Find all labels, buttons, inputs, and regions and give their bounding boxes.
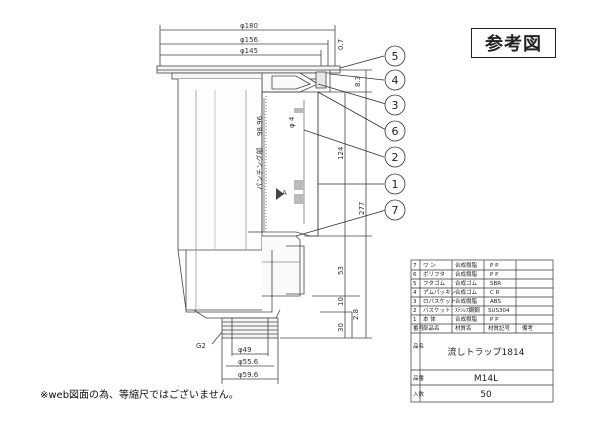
row-1-name: 本 体 (423, 315, 436, 323)
dim-d49: φ49 (238, 346, 252, 354)
callout-circle-7 (384, 199, 406, 221)
body-outer (177, 79, 263, 251)
basket (261, 92, 319, 237)
row-4-name: ア゙ムパッキン (423, 288, 456, 296)
row-2-spec: SUS304 (488, 308, 510, 314)
parts-table (410, 259, 554, 403)
dim-277: 277 (358, 202, 366, 215)
row-3-name: ロバスケット (423, 298, 456, 305)
header-no: 番号 (413, 325, 425, 332)
dim-124: 124 (337, 146, 345, 160)
dim-a: A (282, 189, 287, 197)
callout-circle-5 (384, 45, 406, 67)
product-name: 流しトラップ1814 (448, 346, 525, 358)
model-label: 品番 (413, 375, 425, 382)
dim-83: 8.3 (354, 76, 362, 87)
dim-d596: φ59.6 (238, 371, 259, 379)
row-5-spec: SBR (490, 281, 501, 287)
row-3-spec: ABS (490, 299, 501, 305)
dim-10: 10 (337, 297, 345, 306)
model-number: M14L (474, 374, 498, 384)
row-1-no: 1 (413, 317, 417, 323)
dim-07: 0.7 (337, 39, 345, 50)
dim-punching: パンチング部 (255, 148, 264, 190)
dim-28: 2.8 (352, 309, 360, 320)
row-5-material: 合成ゴム (455, 279, 478, 287)
row-3-material: 合成樹脂 (455, 297, 478, 305)
callout-circle-6 (384, 120, 406, 142)
header-spec: 材質記号 (488, 324, 511, 332)
row-1-material: 合成樹脂 (455, 315, 478, 323)
row-1-spec: P P (490, 317, 499, 323)
header-remark: 備考 (522, 324, 534, 332)
dim-d180: φ180 (240, 22, 258, 30)
dim-d556: φ55.6 (238, 358, 259, 366)
dim-g2: G2 (196, 342, 206, 350)
callout-label-1: 1 (392, 178, 399, 191)
row-4-material: 合成ゴム (455, 288, 478, 296)
scale-note: ※web図面の為、等縮尺ではございません。 (40, 390, 239, 401)
callout-circle-2 (384, 146, 406, 168)
outlet-thread (221, 317, 279, 339)
callout-circle-3 (384, 94, 406, 116)
callout-label-7: 7 (392, 204, 399, 217)
row-3-no: 3 (413, 299, 417, 305)
header-name: 部品名 (423, 324, 440, 332)
product-label: 品名 (413, 342, 424, 350)
callout-circle-4 (384, 69, 406, 91)
flange (156, 65, 341, 74)
row-2-name: バスケット (423, 307, 451, 314)
row-4-no: 4 (413, 290, 417, 296)
callout-label-4: 4 (392, 74, 399, 87)
reference-drawing-badge: 参考図 (471, 28, 556, 58)
callout-label-5: 5 (392, 50, 399, 63)
dim-30: 30 (337, 323, 345, 332)
dim-53: 53 (337, 266, 345, 275)
dim-d4: φ 4 (288, 116, 296, 128)
callout-label-6: 6 (392, 125, 399, 138)
callout-label-2: 2 (392, 151, 399, 164)
row-6-material: 合成樹脂 (455, 270, 478, 278)
row-2-material: ｽﾃﾝﾚｽ鋼鋼 (455, 306, 480, 314)
qty-label: 入数 (413, 390, 425, 398)
row-7-name: ワ ン (423, 262, 436, 269)
row-6-spec: P P (490, 272, 499, 278)
callout-label-3: 3 (392, 99, 399, 112)
callout-circle-1 (384, 173, 406, 195)
row-7-material: 合成樹脂 (455, 261, 478, 269)
row-6-name: ボリフタ (423, 270, 445, 278)
row-7-spec: P P (490, 263, 499, 269)
row-6-no: 6 (413, 272, 417, 278)
row-4-spec: C R (490, 290, 500, 296)
dim-d145: φ145 (240, 47, 258, 55)
row-5-no: 5 (413, 281, 417, 287)
row-7-no: 7 (413, 263, 417, 269)
quantity: 50 (480, 390, 492, 400)
row-5-name: フタゴム (423, 279, 446, 287)
row-2-no: 2 (413, 308, 417, 314)
dim-9896: 98.96 (256, 115, 264, 136)
dim-d156: φ156 (240, 36, 259, 44)
header-material: 材質名 (455, 324, 472, 332)
